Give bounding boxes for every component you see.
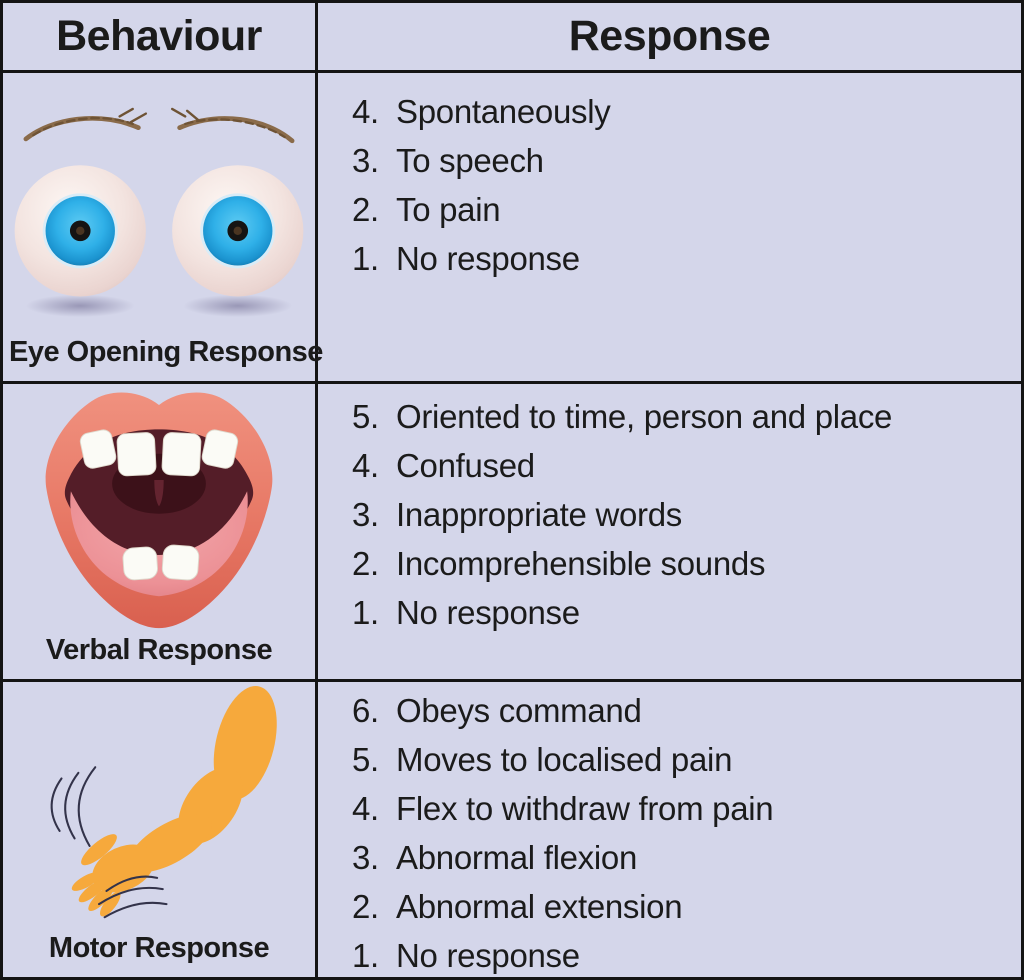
response-score: 4. [352, 790, 379, 827]
response-text: Obeys command [396, 692, 642, 729]
response-item: 1. No response [352, 931, 1013, 977]
arm-icon [9, 686, 309, 930]
response-text: Confused [396, 447, 535, 484]
response-text: Flex to withdraw from pain [396, 790, 774, 827]
response-text: No response [396, 240, 580, 277]
response-item: 2. To pain [352, 185, 1013, 234]
behaviour-column-header: Behaviour [3, 3, 318, 70]
response-score: 6. [352, 692, 379, 729]
response-list: 4. Spontaneously 3. To speech 2. To pain 1. No … [352, 87, 1013, 283]
response-score: 5. [352, 741, 379, 778]
response-text: Moves to localised pain [396, 741, 733, 778]
response-item: 5. Moves to localised pain [352, 735, 1013, 784]
table-row: Eye Opening Response 4. Spontaneously 3. To… [3, 70, 1021, 381]
response-cell: 5. Oriented to time, person and place 4. Co… [318, 384, 1021, 679]
response-score: 1. [352, 937, 379, 974]
response-score: 3. [352, 839, 379, 876]
response-text: Abnormal flexion [396, 839, 637, 876]
mouth-icon [9, 388, 309, 632]
response-text: To speech [396, 142, 544, 179]
response-score: 1. [352, 594, 379, 631]
waving-arm-illustration [50, 686, 277, 919]
response-item: 3. Inappropriate words [352, 490, 1013, 539]
response-score: 4. [352, 447, 379, 484]
eye-opening-response-label: Eye Opening Response [9, 336, 323, 368]
response-text: Oriented to time, person and place [396, 398, 893, 435]
table-row: Motor Response 6. Obeys command 5. Moves to… [3, 679, 1021, 977]
response-score: 2. [352, 191, 379, 228]
response-score: 3. [352, 496, 379, 533]
response-column-header: Response [568, 12, 771, 60]
response-score: 1. [352, 240, 379, 277]
response-item: 4. Flex to withdraw from pain [352, 784, 1013, 833]
behaviour-cell: Motor Response [3, 682, 318, 977]
response-text: Abnormal extension [396, 888, 683, 925]
response-item: 3. Abnormal flexion [352, 833, 1013, 882]
eyes-icon [9, 77, 309, 334]
response-item: 4. Confused [352, 441, 1013, 490]
table-row: Verbal Response 5. Oriented to time, pers… [3, 381, 1021, 679]
table-header-row: Behaviour Response [3, 3, 1021, 70]
response-cell: 4. Spontaneously 3. To speech 2. To pain 1. No … [318, 73, 1021, 381]
response-text: No response [396, 594, 580, 631]
response-item: 5. Oriented to time, person and place [352, 392, 1013, 441]
motor-response-label: Motor Response [48, 932, 270, 964]
behaviour-cell: Eye Opening Response [3, 73, 323, 381]
response-item: 3. To speech [352, 136, 1013, 185]
table-body: Eye Opening Response 4. Spontaneously 3. To… [3, 70, 1021, 977]
behaviour-cell: Verbal Response [3, 384, 318, 679]
response-score: 2. [352, 545, 379, 582]
response-text: No response [396, 937, 580, 974]
response-item: 2. Abnormal extension [352, 882, 1013, 931]
response-score: 5. [352, 398, 379, 435]
response-cell: 6. Obeys command 5. Moves to localised pain… [318, 682, 1021, 977]
response-score: 3. [352, 142, 379, 179]
response-text: Spontaneously [396, 93, 611, 130]
response-item: 2. Incomprehensible sounds [352, 539, 1013, 588]
verbal-response-label: Verbal Response [45, 634, 273, 666]
response-score: 4. [352, 93, 379, 130]
response-text: To pain [396, 191, 501, 228]
response-score: 2. [352, 888, 379, 925]
response-item: 6. Obeys command [352, 686, 1013, 735]
eyes-illustration [14, 107, 304, 318]
response-item: 4. Spontaneously [352, 87, 1013, 136]
response-text: Inappropriate words [396, 496, 682, 533]
response-list: 6. Obeys command 5. Moves to localised pain… [352, 686, 1013, 977]
response-item: 1. No response [352, 588, 1013, 637]
response-text: Incomprehensible sounds [396, 545, 766, 582]
mouth-illustration [45, 392, 273, 629]
response-list: 5. Oriented to time, person and place 4. Co… [352, 392, 1013, 637]
response-item: 1. No response [352, 234, 1013, 283]
